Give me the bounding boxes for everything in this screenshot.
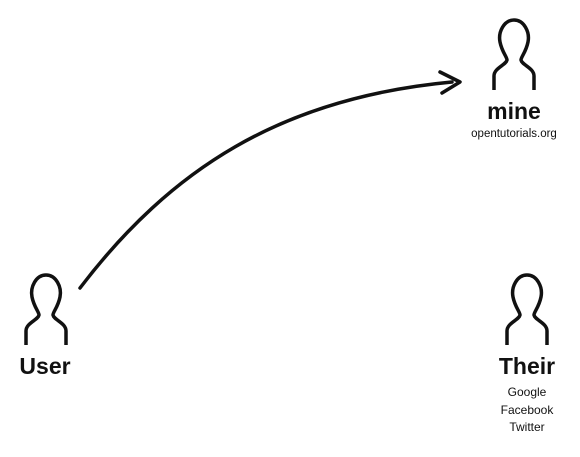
mine-person-icon [490,12,538,92]
their-service-item: Facebook [500,402,554,417]
their-services-list: Google Facebook Twitter [487,384,567,437]
mine-label: mine [487,98,541,124]
their-service-item: Twitter [509,420,545,434]
arrow-head [438,70,462,95]
their-label: Their [498,353,556,379]
their-person-icon [503,267,551,347]
mine-subtitle: opentutorials.org [471,128,557,140]
their-service-item: Google [507,385,547,399]
user-person-icon [22,267,70,347]
user-label: User [19,353,71,379]
arrow-path [78,80,454,290]
